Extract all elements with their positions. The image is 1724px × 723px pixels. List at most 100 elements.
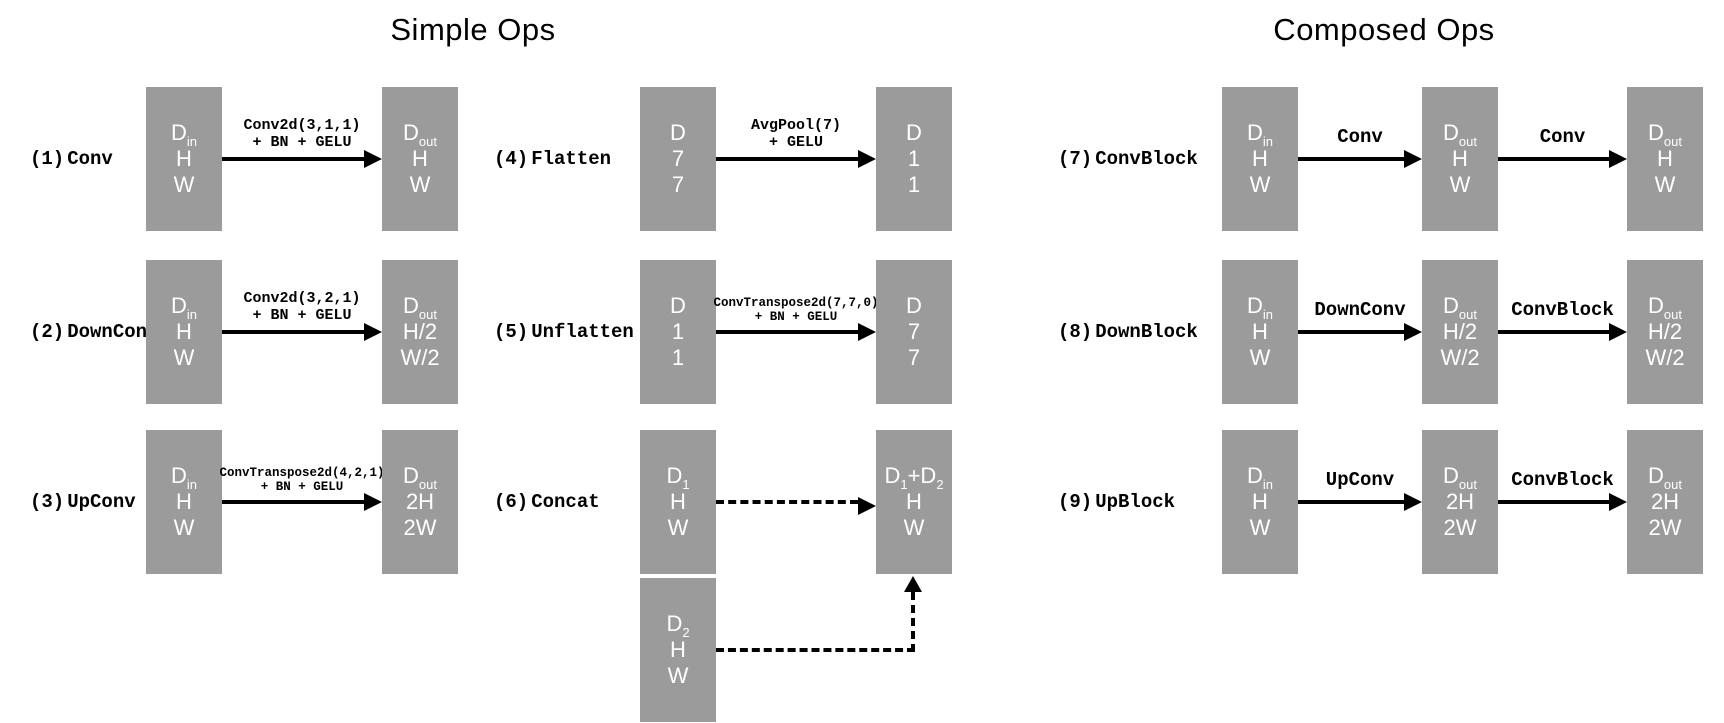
op-label-convblock: (7)ConvBlock [1058, 148, 1198, 170]
box-line: Dout [403, 463, 437, 492]
box-line: W [173, 345, 195, 370]
box-line: 2W [1648, 515, 1682, 540]
box-line: Din [1246, 120, 1273, 149]
box-line: D [670, 293, 686, 318]
upconv-input-box: Din H W [146, 430, 222, 574]
convblock-arrow-2: Conv [1498, 127, 1627, 168]
arrow-label: Conv [1539, 126, 1586, 148]
arrowhead-icon [858, 323, 876, 341]
arrow-label: ConvBlock [1511, 299, 1614, 321]
box-line: W [1654, 172, 1676, 197]
conv-input-box: Din H W [146, 87, 222, 231]
box-line: Dout [403, 293, 437, 322]
op-label-upblock: (9)UpBlock [1058, 491, 1175, 513]
arrowhead-icon [1404, 323, 1422, 341]
upconv-arrow: ConvTranspose2d(4,2,1) + BN + GELU [219, 466, 385, 511]
op-name: Conv [67, 148, 113, 170]
box-line: 2W [1443, 515, 1477, 540]
arrow-label: Conv [1337, 126, 1383, 148]
box-line: Dout [1443, 120, 1477, 149]
box-line: H [412, 146, 428, 171]
upblock-box-2: Dout 2H 2W [1422, 430, 1498, 574]
box-line: D [906, 120, 922, 145]
downblock-box-1: Din H W [1222, 260, 1298, 404]
box-line: H [670, 637, 686, 662]
op-number: (1) [30, 148, 65, 170]
box-line: W [173, 172, 195, 197]
box-line: Dout [1648, 120, 1682, 149]
arrow-label: DownConv [1314, 299, 1406, 321]
arrowhead-icon [1609, 323, 1627, 341]
op-number: (3) [30, 491, 65, 513]
op-number: (8) [1058, 321, 1093, 343]
box-line: H [1252, 489, 1268, 514]
box-line: W [903, 515, 925, 540]
box-line: Dout [1648, 463, 1682, 492]
op-label-concat: (6)Concat [494, 491, 600, 513]
op-name: Concat [531, 491, 600, 513]
composed-ops-title: Composed Ops [1273, 12, 1495, 47]
box-line: H [906, 489, 922, 514]
op-name: DownBlock [1095, 321, 1198, 343]
arrowhead-up-icon [904, 576, 922, 592]
op-label-upconv: (3)UpConv [30, 491, 136, 513]
box-line: Din [1246, 293, 1273, 322]
convblock-box-1: Din H W [1222, 87, 1298, 231]
box-line: W [667, 663, 689, 688]
unflatten-arrow: ConvTranspose2d(7,7,0) + BN + GELU [713, 296, 879, 341]
box-line: H/2 [402, 319, 438, 344]
box-line: Dout [403, 120, 437, 149]
convblock-arrow-1: Conv [1298, 127, 1422, 168]
convblock-box-2: Dout H W [1422, 87, 1498, 231]
convblock-box-3: Dout H W [1627, 87, 1703, 231]
downconv-arrow: Conv2d(3,2,1) + BN + GELU [222, 290, 382, 341]
concat-arrow [716, 497, 876, 515]
unflatten-input-box: D 1 1 [640, 260, 716, 404]
upblock-arrow-1: UpConv [1298, 470, 1422, 511]
arrowhead-icon [1609, 150, 1627, 168]
arrowhead-icon [1609, 493, 1627, 511]
box-line: H [1252, 319, 1268, 344]
simple-ops-title: Simple Ops [390, 12, 556, 47]
op-name: Flatten [531, 148, 612, 170]
box-line: W [173, 515, 195, 540]
box-line: H [670, 489, 686, 514]
downconv-input-box: Din H W [146, 260, 222, 404]
arrowhead-icon [364, 150, 382, 168]
box-line: H/2 [1647, 319, 1683, 344]
arrow-label: ConvTranspose2d(4,2,1) + BN + GELU [219, 466, 385, 494]
arrow-label: AvgPool(7) + GELU [750, 117, 842, 151]
op-label-downconv: (2)DownConv [30, 321, 158, 343]
op-number: (4) [494, 148, 529, 170]
box-line: H [1657, 146, 1673, 171]
box-line: 7 [671, 172, 685, 197]
conv-output-box: Dout H W [382, 87, 458, 231]
concat-input1-box: D1 H W [640, 430, 716, 574]
box-line: W [1249, 172, 1271, 197]
box-line: W/2 [1440, 345, 1480, 370]
conv-arrow: Conv2d(3,1,1) + BN + GELU [222, 117, 382, 168]
box-line: H/2 [1442, 319, 1478, 344]
arrow-label: ConvTranspose2d(7,7,0) + BN + GELU [713, 296, 879, 324]
upblock-arrow-2: ConvBlock [1498, 470, 1627, 511]
box-line: 1 [671, 319, 685, 344]
box-line: H [1452, 146, 1468, 171]
box-line: H [176, 489, 192, 514]
op-label-conv: (1)Conv [30, 148, 113, 170]
downconv-output-box: Dout H/2 W/2 [382, 260, 458, 404]
box-line: 1 [907, 146, 921, 171]
op-number: (7) [1058, 148, 1093, 170]
box-line: W [1249, 345, 1271, 370]
box-line: W [409, 172, 431, 197]
downblock-arrow-1: DownConv [1298, 300, 1422, 341]
box-line: Dout [1443, 293, 1477, 322]
op-name: UpBlock [1095, 491, 1176, 513]
arrow-label: UpConv [1325, 469, 1395, 491]
flatten-output-box: D 1 1 [876, 87, 952, 231]
arrow-label: Conv2d(3,2,1) + BN + GELU [243, 290, 361, 324]
downblock-box-2: Dout H/2 W/2 [1422, 260, 1498, 404]
concat-skip-vertical-segment [911, 592, 915, 652]
box-line: D [906, 293, 922, 318]
box-line: Dout [1443, 463, 1477, 492]
op-number: (5) [494, 321, 529, 343]
